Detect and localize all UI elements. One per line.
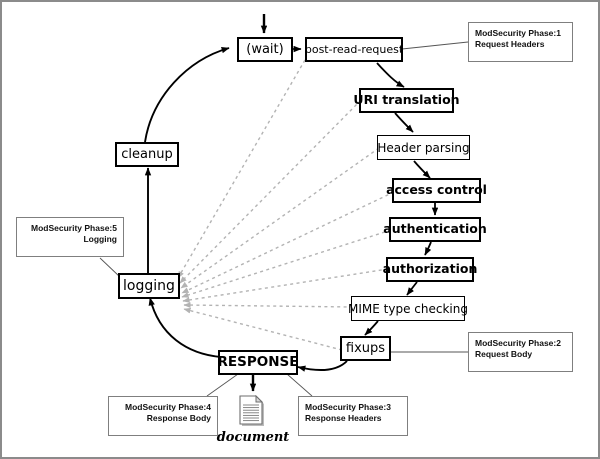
document-icon (239, 395, 264, 426)
note-phase-1-line2: Request Headers (475, 39, 545, 50)
edge-dashed-header-parsing-to-logging (180, 147, 380, 289)
edge-dashed-uri-translation-to-logging (179, 99, 362, 284)
node-access-control[interactable]: access control (386, 178, 487, 203)
note-phase-2-line2: Request Body (475, 349, 533, 360)
note-phase-1-line1: ModSecurity Phase:1 (475, 28, 561, 38)
node-header-parsing[interactable]: Header parsing (377, 135, 470, 160)
edge-header-parsing-to-access-control (413, 160, 431, 179)
node-wait[interactable]: (wait) (237, 37, 293, 62)
node-authorization[interactable]: authorization (383, 257, 477, 282)
node-logging-label: logging (123, 278, 175, 294)
note-phase-5-line1: ModSecurity Phase:5 (31, 223, 117, 233)
edge-cleanup-to-wait (144, 46, 230, 143)
leader-phase1 (401, 41, 469, 50)
node-post-read-request[interactable]: post-read-request (305, 37, 403, 62)
node-cleanup[interactable]: cleanup (115, 142, 179, 167)
node-response-label: RESPONSE (217, 353, 299, 370)
leader-phase3 (286, 373, 313, 397)
edge-dashed-authentication-to-logging (181, 229, 392, 298)
note-phase-2: ModSecurity Phase:2 Request Body (468, 332, 573, 372)
node-fixups-label: fixups (345, 341, 386, 356)
note-phase-4-line2: Response Body (146, 413, 211, 424)
edge-authentication-to-authorization (424, 241, 432, 256)
node-authorization-label: authorization (382, 261, 478, 277)
edge-fixups-to-response (297, 360, 348, 372)
node-mime-type-checking-label: MIME type checking (348, 301, 468, 316)
leader-phase5 (99, 257, 121, 278)
edge-post-read-request-to-uri-translation (376, 62, 405, 88)
edge-authorization-to-mime-type-checking (406, 281, 418, 296)
note-phase-1: ModSecurity Phase:1 Request Headers (468, 22, 573, 62)
note-phase-4: ModSecurity Phase:4 Response Body (108, 396, 218, 436)
node-wait-label: (wait) (246, 42, 284, 57)
node-authentication[interactable]: authentication (383, 217, 487, 242)
document-label: document (216, 430, 290, 445)
edge-response-to-logging (148, 297, 222, 358)
node-authentication-label: authentication (383, 221, 487, 237)
node-logging[interactable]: logging (118, 273, 180, 299)
node-cleanup-label: cleanup (121, 147, 173, 162)
node-uri-translation[interactable]: URI translation (353, 88, 460, 113)
note-phase-3-line2: Response Headers (305, 413, 382, 424)
note-phase-3-line1: ModSecurity Phase:3 (305, 402, 391, 412)
edge-mime-type-checking-to-fixups (364, 320, 379, 336)
note-phase-3: ModSecurity Phase:3 Response Headers (298, 396, 408, 436)
node-response[interactable]: RESPONSE (218, 350, 298, 375)
note-phase-5-line2: Logging (83, 234, 117, 245)
edge-dashed-authorization-to-logging (182, 268, 389, 303)
node-access-control-label: access control (386, 182, 487, 198)
edge-dashed-mime-type-checking-to-logging (183, 302, 354, 308)
note-phase-2-line1: ModSecurity Phase:2 (475, 338, 561, 348)
edge-dashed-fixups-to-logging (183, 307, 343, 351)
edge-dashed-access-control-to-logging (181, 191, 395, 294)
node-uri-translation-label: URI translation (353, 92, 460, 108)
note-phase-4-line1: ModSecurity Phase:4 (125, 402, 211, 412)
node-mime-type-checking[interactable]: MIME type checking (348, 296, 468, 321)
node-header-parsing-label: Header parsing (377, 140, 470, 155)
edge-uri-translation-to-header-parsing (394, 112, 414, 133)
node-fixups[interactable]: fixups (340, 336, 391, 361)
note-phase-5: ModSecurity Phase:5 Logging (16, 217, 124, 257)
node-post-read-request-label: post-read-request (304, 43, 404, 56)
leader-phase4 (206, 373, 239, 397)
